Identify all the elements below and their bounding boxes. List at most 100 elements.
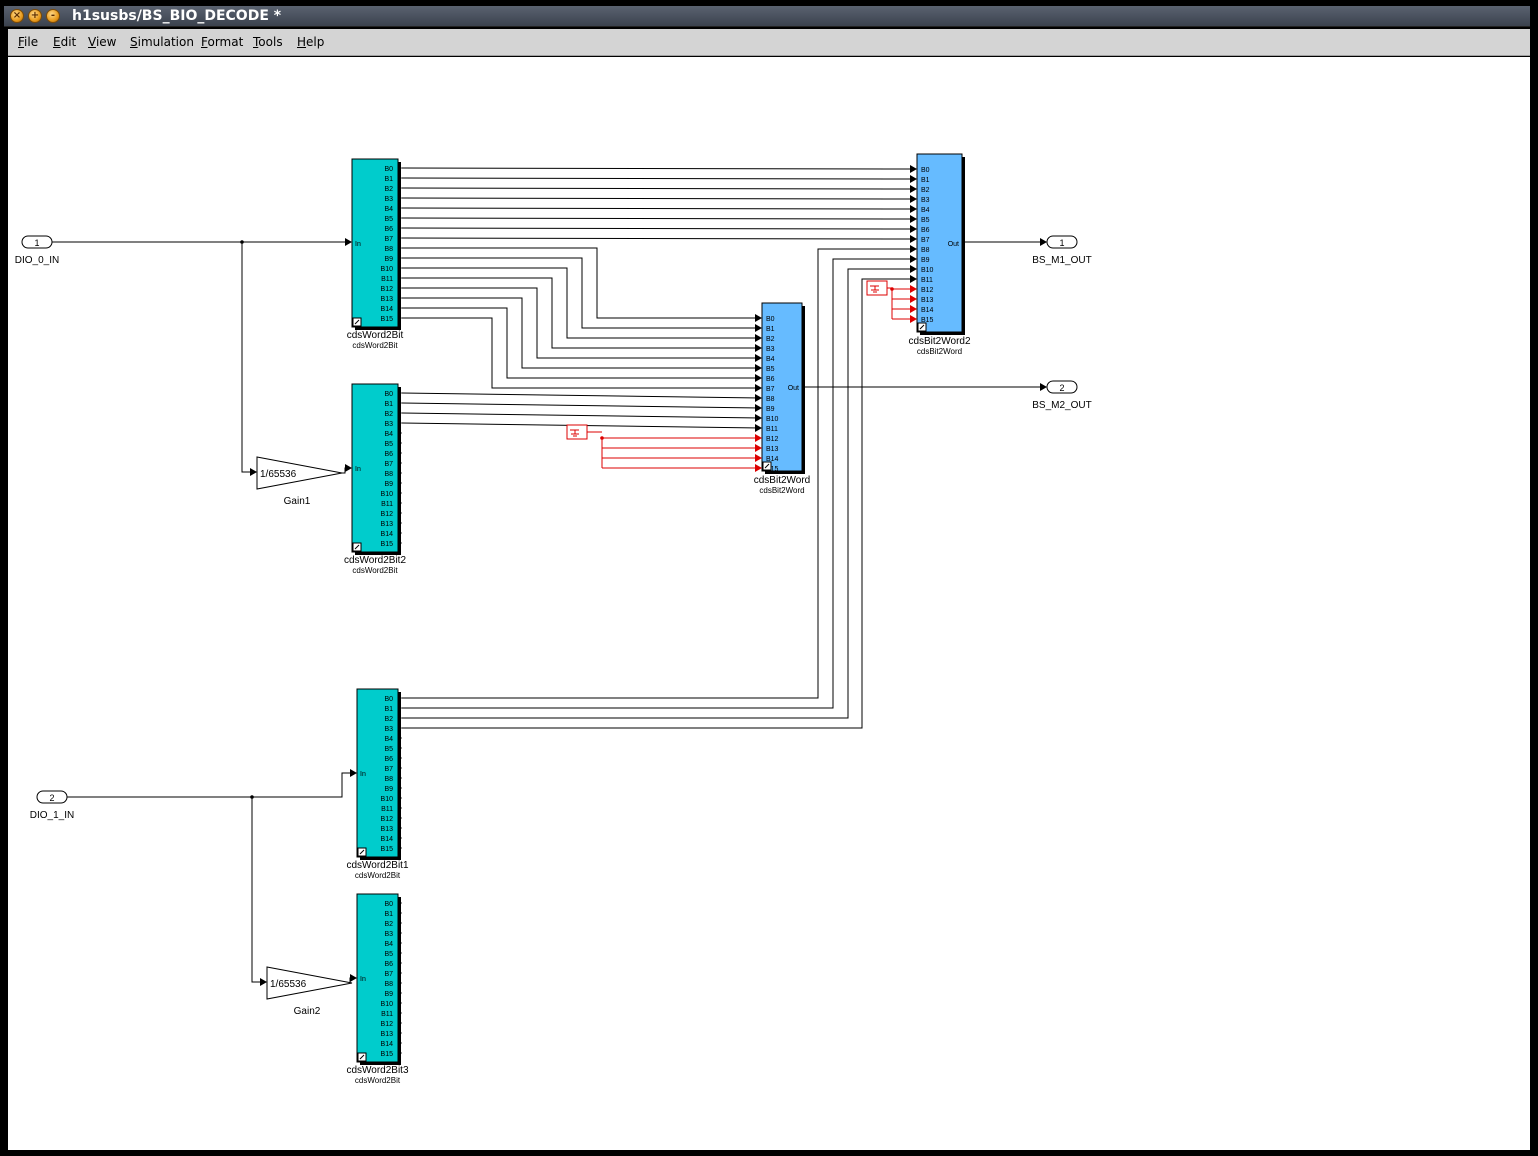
signal-line[interactable] [67, 772, 355, 798]
signal-line[interactable] [401, 402, 761, 409]
block-body[interactable] [916, 153, 963, 333]
output-port-label-b3: B3 [384, 931, 393, 938]
minimize-icon[interactable]: - [46, 9, 60, 23]
menu-view[interactable]: View [88, 35, 117, 49]
output-port-b13 [398, 295, 402, 301]
ground-box[interactable] [566, 424, 588, 440]
block-diagram[interactable]: B0B1B2B3B4B5B6B7B8B9B10B11B12B13B14B15In… [8, 57, 1530, 1150]
output-port-b14 [398, 530, 402, 536]
block-name: cdsWord2Bit3 [346, 1065, 409, 1076]
input-port-label-b6: B6 [766, 376, 775, 383]
arrowhead [350, 974, 357, 982]
output-port-b13 [398, 520, 402, 526]
output-port-label-b13: B13 [381, 1031, 394, 1038]
signal-line[interactable] [401, 197, 916, 200]
signal-line[interactable] [401, 227, 916, 230]
output-port-b0 [398, 390, 402, 396]
gain-triangle[interactable] [266, 966, 353, 1000]
block-body[interactable] [351, 383, 399, 553]
output-port-b7 [398, 765, 402, 771]
menu-help[interactable]: Help [297, 35, 325, 49]
input-port-label: In [355, 466, 361, 473]
signal-line[interactable] [401, 412, 761, 419]
gain-value: 1/65536 [270, 979, 307, 990]
block-body[interactable] [356, 688, 399, 858]
arrowhead [910, 265, 917, 273]
input-port-label-b0: B0 [921, 167, 930, 174]
signal-line[interactable] [241, 242, 255, 473]
bit2word-block-1[interactable]: B0B1B2B3B4B5B6B7B8B9B10B11B12B13B14B15Ou… [908, 153, 971, 356]
arrowhead [910, 165, 917, 173]
output-port-label-b10: B10 [381, 796, 394, 803]
signal-line[interactable] [401, 217, 916, 220]
word2bit-block-3[interactable]: B0B1B2B3B4B5B6B7B8B9B10B11B12B13B14B15In… [346, 893, 409, 1085]
input-port-label-b10: B10 [766, 416, 779, 423]
input-port-label-b9: B9 [921, 257, 930, 264]
signal-line[interactable] [402, 257, 760, 329]
signal-line[interactable] [402, 258, 915, 709]
signal-line[interactable] [402, 287, 760, 359]
block-body[interactable] [351, 158, 399, 328]
output-port-label-b15: B15 [381, 846, 394, 853]
arrowhead [755, 394, 762, 402]
outport-1[interactable]: 1BS_M1_OUT [1032, 235, 1092, 266]
menu-edit[interactable]: Edit [53, 35, 77, 49]
output-port-b5 [398, 950, 402, 956]
input-port-label-b5: B5 [766, 366, 775, 373]
gain-triangle[interactable] [256, 456, 343, 490]
signal-line[interactable] [402, 297, 760, 369]
output-port-b12 [398, 1020, 402, 1026]
signal-line[interactable] [402, 317, 760, 389]
output-port-b3 [398, 195, 402, 201]
signal-line[interactable] [401, 237, 916, 240]
input-port-label-b12: B12 [921, 287, 934, 294]
signal-line[interactable] [402, 277, 760, 349]
signal-line[interactable] [402, 278, 915, 729]
signal-line[interactable] [401, 177, 916, 180]
arrowhead [755, 324, 762, 332]
menu-format[interactable]: Format [201, 35, 244, 49]
output-port-label-b6: B6 [384, 226, 393, 233]
output-port-b12 [398, 815, 402, 821]
close-icon[interactable]: × [10, 9, 24, 23]
arrowhead [250, 468, 257, 476]
signal-line[interactable] [402, 267, 760, 339]
title-bar[interactable]: × + - h1susbs/BS_BIO_DECODE * [4, 6, 1530, 27]
output-port-b13 [398, 1030, 402, 1036]
signal-line[interactable] [402, 247, 760, 319]
ground-block-1[interactable] [566, 424, 588, 440]
arrowhead [910, 205, 917, 213]
library-link-arrow [354, 544, 360, 550]
signal-line[interactable] [402, 248, 915, 699]
ground-block-2[interactable] [866, 280, 888, 296]
signal-line[interactable] [401, 207, 916, 210]
signal-line[interactable] [402, 307, 760, 379]
output-port-label-b6: B6 [384, 756, 393, 763]
output-port-label-b14: B14 [381, 1041, 394, 1048]
signal-line[interactable] [401, 187, 916, 190]
word2bit-block-0[interactable]: B0B1B2B3B4B5B6B7B8B9B10B11B12B13B14B15In… [347, 158, 404, 350]
word2bit-block-2[interactable]: B0B1B2B3B4B5B6B7B8B9B10B11B12B13B14B15In… [346, 688, 409, 880]
signal-line[interactable] [401, 392, 761, 399]
bit2word-block-0[interactable]: B0B1B2B3B4B5B6B7B8B9B10B11B12B13B14B15Ou… [754, 302, 811, 495]
menu-simulation[interactable]: Simulation [130, 35, 194, 49]
menu-file[interactable]: File [18, 35, 39, 49]
block-body[interactable] [761, 302, 803, 472]
output-port-label-b1: B1 [384, 911, 393, 918]
maximize-icon[interactable]: + [28, 9, 42, 23]
signal-line[interactable] [401, 167, 916, 170]
word2bit-block-1[interactable]: B0B1B2B3B4B5B6B7B8B9B10B11B12B13B14B15In… [344, 383, 407, 575]
library-link-arrow [359, 849, 365, 855]
signal-line[interactable] [251, 797, 265, 983]
ground-signal-line[interactable] [887, 287, 893, 319]
ground-box[interactable] [866, 280, 888, 296]
signal-line[interactable] [402, 268, 915, 719]
menu-tools[interactable]: Tools [253, 35, 283, 49]
output-port-b11 [398, 500, 402, 506]
input-port-label: In [355, 241, 361, 248]
